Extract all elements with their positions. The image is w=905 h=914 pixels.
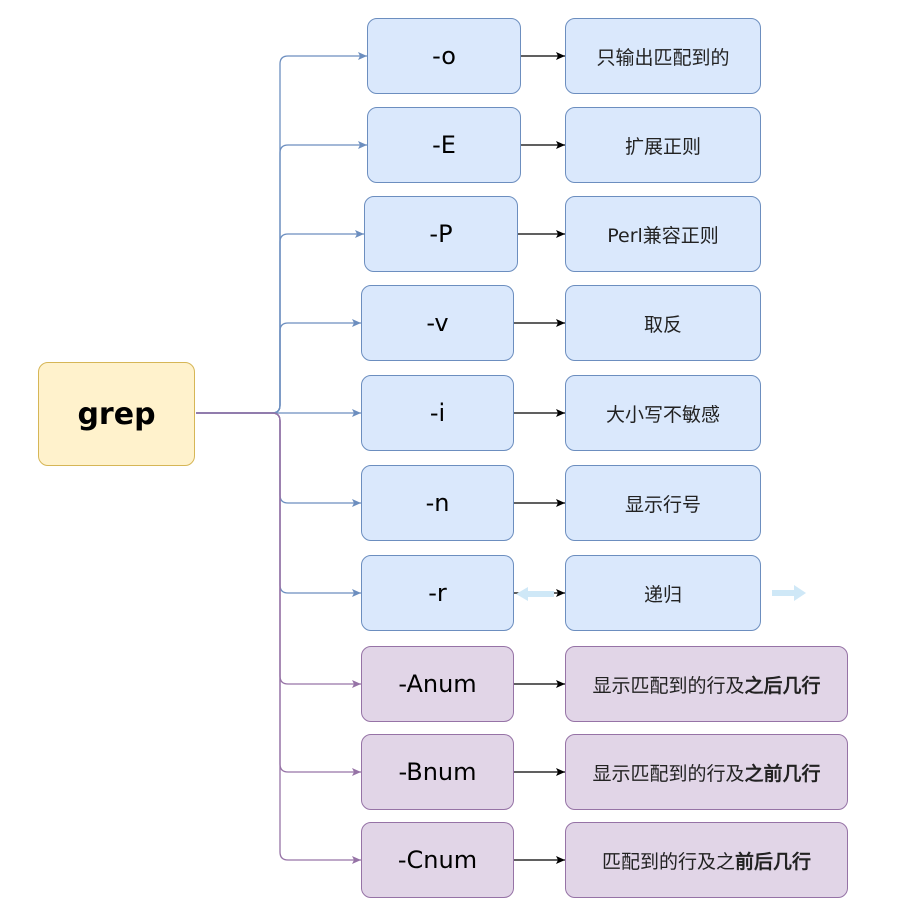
option-node-v[interactable]: -v bbox=[361, 285, 514, 361]
option-node-n[interactable]: -n bbox=[361, 465, 514, 541]
root-connector-v bbox=[196, 319, 361, 414]
root-connector-n bbox=[196, 412, 361, 507]
grep-root-node[interactable]: grep bbox=[38, 362, 195, 466]
option-flag-label: -Anum bbox=[398, 670, 477, 698]
description-node-r[interactable]: 递归 bbox=[565, 555, 761, 631]
option-node-i[interactable]: -i bbox=[361, 375, 514, 451]
option-node-e[interactable]: -E bbox=[367, 107, 521, 183]
option-node-anum[interactable]: -Anum bbox=[361, 646, 514, 722]
description-node-v[interactable]: 取反 bbox=[565, 285, 761, 361]
description-emphasis: 前后几行 bbox=[735, 850, 812, 873]
option-node-o[interactable]: -o bbox=[367, 18, 521, 94]
option-flag-label: -r bbox=[428, 579, 447, 607]
description-label: 显示行号 bbox=[624, 493, 701, 516]
option-node-p[interactable]: -P bbox=[364, 196, 518, 272]
description-node-anum[interactable]: 显示匹配到的行及之后几行 bbox=[565, 646, 848, 722]
option-flag-label: -i bbox=[429, 399, 446, 427]
description-emphasis: 之后几行 bbox=[744, 674, 821, 697]
root-connector-cnum bbox=[196, 412, 361, 864]
option-node-bnum[interactable]: -Bnum bbox=[361, 734, 514, 810]
option-node-cnum[interactable]: -Cnum bbox=[361, 822, 514, 898]
description-label: Perl兼容正则 bbox=[607, 224, 719, 247]
description-label: 取反 bbox=[643, 313, 682, 336]
description-label: 显示匹配到的行及之前几行 bbox=[592, 762, 821, 785]
option-node-r[interactable]: -r bbox=[361, 555, 514, 631]
description-label: 匹配到的行及之前后几行 bbox=[601, 850, 812, 873]
drag-handle-right-icon[interactable] bbox=[772, 583, 808, 603]
description-label: 只输出匹配到的 bbox=[596, 46, 730, 69]
option-flag-label: -P bbox=[429, 220, 453, 248]
option-flag-label: -n bbox=[425, 489, 450, 517]
option-flag-label: -Cnum bbox=[397, 846, 478, 874]
drag-handle-left-icon[interactable] bbox=[516, 585, 556, 603]
root-connector-anum bbox=[196, 412, 361, 688]
description-node-p[interactable]: Perl兼容正则 bbox=[565, 196, 761, 272]
option-flag-label: -E bbox=[432, 131, 456, 159]
grep-root-label: grep bbox=[77, 396, 156, 432]
option-flag-label: -o bbox=[432, 42, 456, 70]
description-emphasis: 之前几行 bbox=[744, 762, 821, 785]
description-node-bnum[interactable]: 显示匹配到的行及之前几行 bbox=[565, 734, 848, 810]
option-flag-label: -Bnum bbox=[398, 758, 477, 786]
description-label: 递归 bbox=[643, 583, 682, 606]
description-node-cnum[interactable]: 匹配到的行及之前后几行 bbox=[565, 822, 848, 898]
description-node-e[interactable]: 扩展正则 bbox=[565, 107, 761, 183]
description-label: 显示匹配到的行及之后几行 bbox=[592, 674, 821, 697]
description-node-o[interactable]: 只输出匹配到的 bbox=[565, 18, 761, 94]
root-connector-e bbox=[196, 141, 367, 414]
description-node-i[interactable]: 大小写不敏感 bbox=[565, 375, 761, 451]
option-flag-label: -v bbox=[426, 309, 449, 337]
description-label: 扩展正则 bbox=[624, 135, 701, 158]
description-label: 大小写不敏感 bbox=[605, 403, 720, 426]
description-node-n[interactable]: 显示行号 bbox=[565, 465, 761, 541]
